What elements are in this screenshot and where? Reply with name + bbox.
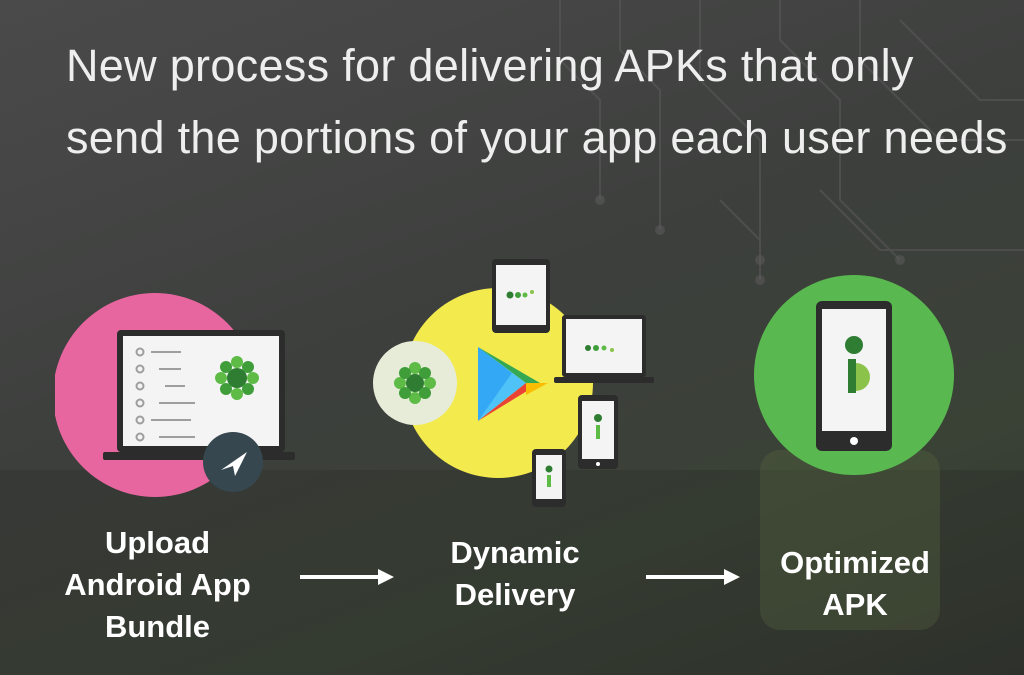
phone-icon	[816, 301, 892, 451]
play-store-icon	[478, 347, 548, 421]
laptop-icon	[554, 315, 654, 383]
phone-icon	[532, 449, 566, 507]
upload-bundle-illustration	[55, 293, 295, 497]
slide-headline: New process for delivering APKs that onl…	[66, 40, 1008, 163]
dynamic-delivery-illustration	[373, 259, 654, 507]
step-delivery-label: Dynamic Delivery	[450, 535, 580, 612]
tablet-icon	[492, 259, 550, 333]
laptop-icon	[103, 330, 295, 460]
phone-icon	[578, 395, 618, 469]
optimized-apk-illustration	[754, 275, 954, 475]
step-upload-label: Upload Android App Bundle	[64, 525, 251, 644]
bundle-icon	[373, 341, 457, 425]
step-apk-label: Optimized APK	[780, 545, 930, 622]
bundle-icon	[215, 356, 259, 400]
send-icon	[203, 432, 263, 492]
arrow-right-icon	[300, 569, 394, 585]
arrow-right-icon	[646, 569, 740, 585]
